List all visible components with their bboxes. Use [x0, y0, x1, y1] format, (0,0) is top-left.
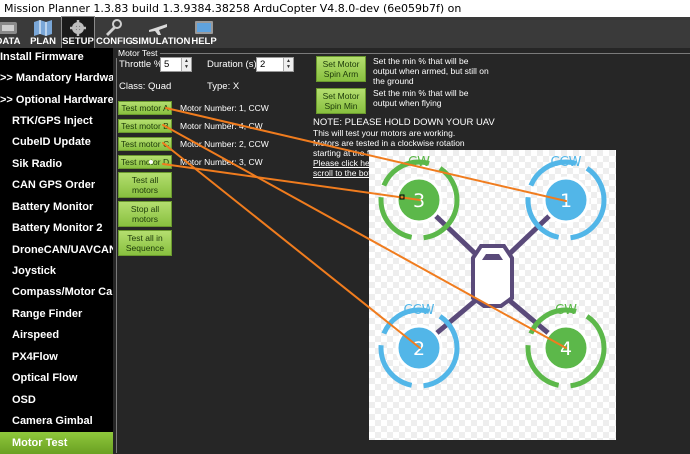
throttle-label: Throttle % [119, 59, 163, 70]
stepper-up-icon: ▲ [184, 58, 189, 64]
note-warning: NOTE: PLEASE HOLD DOWN YOUR UAV [313, 117, 495, 128]
window-title: Mission Planner 1.3.83 build 1.3.9384.38… [0, 0, 690, 17]
sidebar-item-compass-motor-calib[interactable]: Compass/Motor Calib [12, 286, 113, 298]
motor-4-direction: CW [555, 303, 577, 318]
stepper-down-icon: ▼ [286, 64, 291, 70]
motor-3-direction: CW [408, 155, 430, 170]
nav-label: DATA [0, 36, 21, 47]
set-motor-spin-min-button[interactable]: Set Motor Spin Min [316, 88, 366, 114]
spin-arm-description: Set the min % that will be output when a… [373, 56, 489, 86]
duration-label: Duration (s) [207, 59, 257, 70]
set-motor-spin-arm-button[interactable]: Set Motor Spin Arm [316, 56, 366, 82]
data-icon [0, 22, 17, 34]
duration-input[interactable]: 2 ▲▼ [256, 57, 294, 72]
config-icon [106, 19, 122, 36]
sidebar-item-rtk-gps-inject[interactable]: RTK/GPS Inject [12, 115, 93, 127]
sidebar-item-joystick[interactable]: Joystick [12, 265, 57, 277]
sidebar-item-mandatory-hardware[interactable]: >> Mandatory Hardware [0, 72, 113, 84]
motor-2-direction: CCW [403, 303, 434, 318]
test-motor-d-button[interactable]: Test motor D [118, 155, 172, 169]
motor-1-direction: CCW [550, 155, 581, 170]
nav-label: SIMULATION [132, 36, 191, 47]
sidebar-item-airspeed[interactable]: Airspeed [12, 329, 60, 341]
nav-label: SETUP [62, 36, 94, 47]
help-link-line: scroll to the bott [313, 168, 374, 178]
nav-plan[interactable]: PLAN [26, 17, 60, 48]
test-all-in-sequence-button[interactable]: Test all in Sequence [118, 230, 172, 256]
motor-2-number: 2 [413, 338, 425, 360]
motor-b-info: Motor Number: 4, CW [180, 121, 263, 131]
motor-c-info: Motor Number: 2, CCW [180, 139, 269, 149]
sidebar-item-osd[interactable]: OSD [12, 394, 36, 406]
nav-label: HELP [191, 36, 217, 47]
motor-test-groupbox [116, 53, 690, 453]
motor-a-info: Motor Number: 1, CCW [180, 103, 269, 113]
nav-label: PLAN [30, 36, 56, 47]
sidebar-item-optional-hardware[interactable]: >> Optional Hardware [0, 94, 113, 106]
nav-setup[interactable]: SETUP [61, 16, 95, 49]
sidebar-item-px4flow[interactable]: PX4Flow [12, 351, 58, 363]
plan-icon [34, 20, 52, 36]
duration-stepper[interactable]: ▲▼ [283, 58, 293, 71]
nav-config[interactable]: CONFIG [96, 17, 133, 48]
throttle-input[interactable]: 5 ▲▼ [160, 57, 192, 72]
simulation-icon [149, 24, 167, 35]
throttle-stepper[interactable]: ▲▼ [181, 58, 191, 71]
stepper-down-icon: ▼ [184, 64, 189, 70]
frame-type-label: Type: X [207, 81, 240, 92]
test-all-motors-button[interactable]: Test all motors [118, 172, 172, 198]
duration-value: 2 [260, 59, 266, 70]
setup-sidebar: Install Firmware >> Mandatory Hardware >… [0, 48, 113, 454]
motor-3-number: 3 [413, 190, 425, 212]
nav-data[interactable]: DATA [0, 17, 22, 48]
group-title: Motor Test [116, 48, 160, 58]
stepper-up-icon: ▲ [286, 58, 291, 64]
stop-all-motors-button[interactable]: Stop all motors [118, 201, 172, 227]
frame-class-label: Class: Quad [119, 81, 172, 92]
sidebar-item-can-gps-order[interactable]: CAN GPS Order [12, 179, 96, 191]
note-line: This will test your motors are working. [313, 128, 456, 138]
test-motor-b-button[interactable]: Test motor B [118, 119, 172, 133]
sidebar-item-camera-gimbal[interactable]: Camera Gimbal [12, 415, 93, 427]
help-link[interactable]: Please click here scroll to the bott [313, 158, 377, 178]
sidebar-item-motor-test[interactable]: Motor Test [0, 432, 113, 454]
setup-icon [70, 20, 86, 36]
nav-simulation[interactable]: SIMULATION [132, 17, 191, 48]
motor-4-number: 4 [560, 338, 572, 360]
sidebar-item-cubeid-update[interactable]: CubeID Update [12, 136, 91, 148]
sidebar-item-sik-radio[interactable]: Sik Radio [12, 158, 63, 170]
sidebar-item-battery-monitor[interactable]: Battery Monitor [12, 201, 94, 213]
help-icon [195, 21, 213, 34]
top-nav: DATA PLAN SETUP CONFIG SIMULATION HELP [0, 16, 690, 49]
nav-help[interactable]: HELP [188, 17, 220, 48]
test-motor-c-button[interactable]: Test motor C [118, 137, 172, 151]
motor-d-info: Motor Number: 3, CW [180, 157, 263, 167]
sidebar-item-install-firmware[interactable]: Install Firmware [0, 51, 84, 63]
sidebar-item-optical-flow[interactable]: Optical Flow [12, 372, 78, 384]
spin-min-description: Set the min % that will be output when f… [373, 88, 469, 108]
sidebar-item-range-finder[interactable]: Range Finder [12, 308, 83, 320]
note-line: Motors are tested in a clockwise rotatio… [313, 138, 465, 148]
nav-label: CONFIG [96, 36, 133, 47]
sidebar-item-battery-monitor-2[interactable]: Battery Monitor 2 [12, 222, 103, 234]
frame-body [471, 244, 514, 308]
motor-1-number: 1 [560, 190, 572, 212]
sidebar-item-dronecan-uavcan[interactable]: DroneCAN/UAVCAN [12, 244, 113, 256]
motor-order-diagram: 3 CW 1 CCW 2 CCW 4 CW [369, 150, 616, 440]
throttle-value: 5 [164, 59, 170, 70]
help-link-line: Please click here [313, 158, 378, 168]
test-motor-a-button[interactable]: Test motor A [118, 101, 172, 115]
